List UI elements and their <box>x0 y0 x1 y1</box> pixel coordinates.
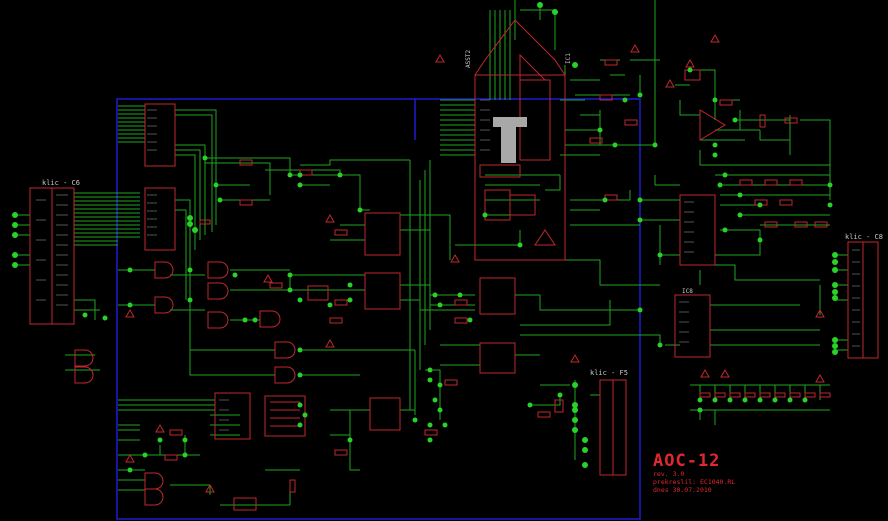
label-klic-f5: klic - F5 <box>590 369 628 377</box>
ic-left-mid <box>144 187 176 251</box>
label-ic8: IC8 <box>682 288 693 295</box>
gate-4 <box>207 282 229 300</box>
gate-11 <box>144 472 164 490</box>
gate-1 <box>154 261 174 279</box>
ic-left-top <box>144 103 176 167</box>
components <box>29 19 879 511</box>
ic-mid-4 <box>479 342 516 374</box>
title-block-drawn-by: prekreslil: EC1040.RL <box>653 478 736 486</box>
label-asst2: ASST2 <box>465 50 472 68</box>
gate-6 <box>259 310 281 328</box>
gate-7 <box>274 341 296 359</box>
pin-stubs <box>36 99 860 431</box>
title-block: AOC-12 rev. 3.0 prekreslil: EC1040.RL dn… <box>653 452 853 494</box>
asst2-pad <box>493 117 527 163</box>
label-ic1: IC1 <box>565 53 572 64</box>
label-klic-c6: klic - C6 <box>42 179 80 187</box>
ic-mid-1 <box>364 212 401 256</box>
label-klic-c8: klic - C8 <box>845 233 883 241</box>
ic-counter <box>214 392 251 440</box>
schematic-labels: klic - C6 klic - C8 klic - F5 IC8 IC1 AS… <box>42 50 883 377</box>
wires <box>15 0 848 506</box>
gate-3 <box>207 261 229 279</box>
gate-12 <box>144 488 164 506</box>
title-block-rev: rev. 3.0 <box>653 470 685 478</box>
gate-2 <box>154 296 174 314</box>
title-block-title: AOC-12 <box>653 451 721 471</box>
title-block-date: dnes 30.07.2010 <box>653 486 712 494</box>
junctions <box>12 2 838 473</box>
gate-10 <box>74 366 94 384</box>
opamp <box>699 109 726 141</box>
ic8 <box>674 294 711 358</box>
gate-9 <box>74 349 94 367</box>
ic-mid-3 <box>479 277 516 315</box>
ic-mid-2 <box>364 272 401 310</box>
ic-mid-5 <box>369 397 401 431</box>
ic-right-1 <box>679 194 716 266</box>
gate-8 <box>274 366 296 384</box>
gate-5 <box>207 311 229 329</box>
